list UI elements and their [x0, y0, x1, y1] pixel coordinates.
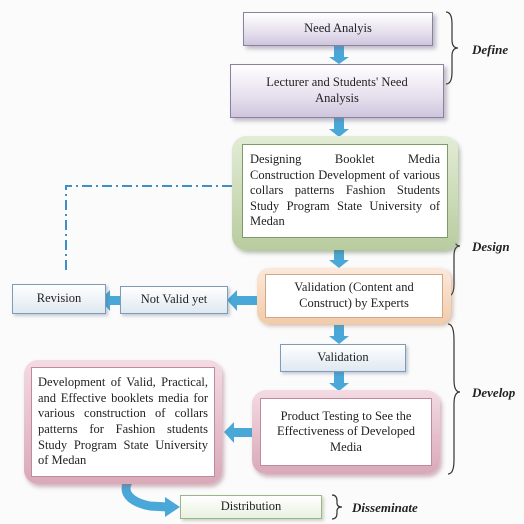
product-testing-inner: Product Testing to See the Effectiveness…: [260, 398, 432, 466]
designing-label: Designing Booklet Media Construction Dev…: [250, 151, 440, 229]
lecturer-students-box: Lecturer and Students' Need Analysis: [230, 64, 444, 118]
arrow-down-5: [329, 372, 349, 391]
not-valid-box: Not Valid yet: [120, 286, 228, 314]
phase-design-label: Design: [472, 239, 510, 254]
product-testing-label: Product Testing to See the Effectiveness…: [277, 408, 415, 454]
arrow-left-to-development: [224, 422, 254, 443]
designing-inner: Designing Booklet Media Construction Dev…: [242, 144, 448, 238]
validation-experts-box: Validation (Content and Construct) by Ex…: [257, 268, 451, 324]
arrow-down-2: [329, 118, 349, 137]
validation-experts-inner: Validation (Content and Construct) by Ex…: [265, 274, 443, 318]
distribution-label: Distribution: [220, 499, 282, 514]
brace-disseminate: [331, 494, 343, 520]
development-label: Development of Valid, Practical, and Eff…: [38, 375, 208, 468]
revision-box: Revision: [12, 284, 106, 314]
development-inner: Development of Valid, Practical, and Eff…: [31, 367, 215, 477]
not-valid-label: Not Valid yet: [140, 292, 208, 307]
phase-define-label: Define: [472, 42, 509, 57]
revision-label: Revision: [36, 291, 82, 306]
validation-experts-label: Validation (Content and Construct) by Ex…: [294, 280, 414, 310]
phase-develop-label: Develop: [472, 385, 516, 400]
brace-define: [445, 11, 459, 85]
phase-disseminate-label: Disseminate: [352, 500, 418, 515]
product-testing-box: Product Testing to See the Effectiveness…: [252, 390, 440, 474]
need-analysis-box: Need Analyis: [243, 12, 433, 46]
arrow-down-4: [329, 325, 349, 344]
revision-loop-line: [65, 185, 232, 270]
arrow-left-to-not-valid: [227, 290, 257, 311]
arrow-down-3: [329, 250, 349, 268]
lecturer-students-label: Lecturer and Students' Need Analysis: [266, 75, 408, 105]
designing-box: Designing Booklet Media Construction Dev…: [232, 136, 458, 250]
need-analysis-label: Need Analyis: [304, 21, 372, 36]
validation-box: Validation: [280, 344, 406, 372]
brace-develop: [447, 323, 461, 475]
arrow-down-1: [329, 46, 349, 64]
distribution-box: Distribution: [180, 495, 322, 519]
development-box: Development of Valid, Practical, and Eff…: [24, 360, 222, 484]
validation-label: Validation: [317, 350, 369, 365]
